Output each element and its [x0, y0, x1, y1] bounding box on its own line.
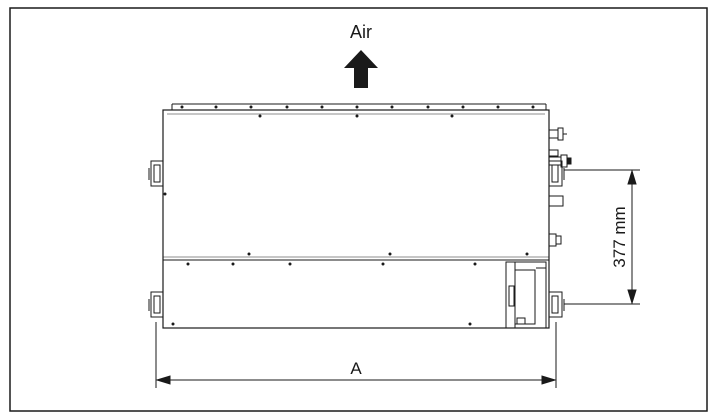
left-hanger-bracket-top — [148, 160, 163, 187]
electrical-box — [505, 261, 547, 329]
drain-fitting-lower — [548, 233, 562, 247]
dimension-height — [564, 169, 640, 305]
air-label: Air — [350, 22, 372, 42]
top-flange — [171, 103, 547, 110]
left-hanger-bracket-bottom — [148, 291, 163, 318]
airflow-arrow-icon — [344, 50, 378, 88]
body-screws — [163, 114, 529, 326]
drain-fitting — [548, 195, 564, 207]
unit-body — [162, 109, 550, 329]
pipe-fitting-upper — [548, 127, 567, 157]
dimension-width-label: A — [350, 359, 362, 378]
diagram-frame — [9, 7, 708, 412]
dimension-width — [155, 322, 557, 388]
right-hanger-bracket-bottom — [549, 291, 565, 318]
dimension-height-label: 377 mm — [610, 206, 629, 267]
